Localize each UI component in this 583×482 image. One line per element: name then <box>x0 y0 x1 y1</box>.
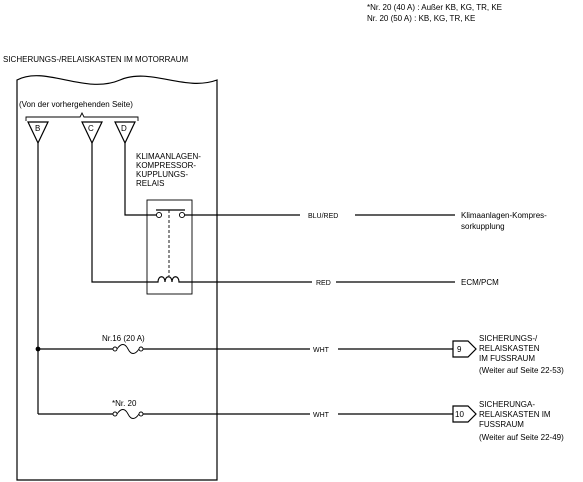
note-fuse-20-50a: Nr. 20 (50 A) : KB, KG, TR, KE <box>367 14 475 23</box>
svg-text:KOMPRESSOR-: KOMPRESSOR- <box>136 161 196 170</box>
svg-text:C: C <box>88 124 94 133</box>
flag-10-line2: RELAISKASTEN IM <box>479 410 551 419</box>
prev-page-label: (Von der vorhergehenden Seite) <box>19 100 133 109</box>
wire-label-wht-1: WHT <box>313 347 330 354</box>
svg-text:KUPPLUNGS-: KUPPLUNGS- <box>136 170 188 179</box>
connector-d: D <box>114 121 136 145</box>
dest-ecm-pcm: ECM/PCM <box>461 278 499 287</box>
relay-label: KLIMAANLAGEN- KOMPRESSOR- KUPPLUNGS- REL… <box>136 152 201 188</box>
relay-switch <box>155 209 186 219</box>
connector-c: C <box>81 121 103 145</box>
flag-9-line1: SICHERUNGS-/ <box>479 334 538 343</box>
svg-text:RELAIS: RELAIS <box>136 179 164 188</box>
dest-clutch-line2: sorkupplung <box>461 222 505 231</box>
flag-10-line3: FUSSRAUM <box>479 420 524 429</box>
connector-flag-10: 10 <box>452 405 477 423</box>
svg-text:9: 9 <box>457 345 462 354</box>
svg-text:KLIMAANLAGEN-: KLIMAANLAGEN- <box>136 152 201 161</box>
fuse-20 <box>112 409 144 419</box>
box-title: SICHERUNGS-/RELAISKASTEN IM MOTORRAUM <box>3 55 189 64</box>
wire-label-red: RED <box>316 280 331 287</box>
flag-10-ref: (Weiter auf Seite 22-49) <box>479 433 564 442</box>
fuse-relay-box-outline <box>16 75 218 481</box>
wire-label-blu-red: BLU/RED <box>308 213 338 220</box>
svg-text:10: 10 <box>455 410 464 419</box>
fuse-20-label: *Nr. 20 <box>112 399 137 408</box>
wire-label-wht-2: WHT <box>313 412 330 419</box>
wire-red <box>91 143 154 283</box>
relay-coil <box>154 276 185 283</box>
flag-9-line2: RELAISKASTEN <box>479 344 540 353</box>
flag-10-line1: SICHERUNGA- <box>479 400 535 409</box>
flag-9-ref: (Weiter auf Seite 22-53) <box>479 366 564 375</box>
svg-text:D: D <box>121 124 127 133</box>
connector-b: B <box>27 121 49 145</box>
prev-page-brace <box>25 111 139 121</box>
flag-9-line3: IM FUSSRAUM <box>479 354 535 363</box>
dest-clutch-line1: Klimaanlagen-Kompres- <box>461 211 547 220</box>
connector-flag-9: 9 <box>452 340 477 358</box>
note-fuse-20-40a: *Nr. 20 (40 A) : Außer KB, KG, TR, KE <box>367 3 502 12</box>
svg-text:B: B <box>35 124 40 133</box>
wire-blu-red <box>124 143 157 216</box>
fuse-16-label: Nr.16 (20 A) <box>102 334 145 343</box>
fuse-16 <box>112 344 144 354</box>
relay-box <box>146 199 193 295</box>
